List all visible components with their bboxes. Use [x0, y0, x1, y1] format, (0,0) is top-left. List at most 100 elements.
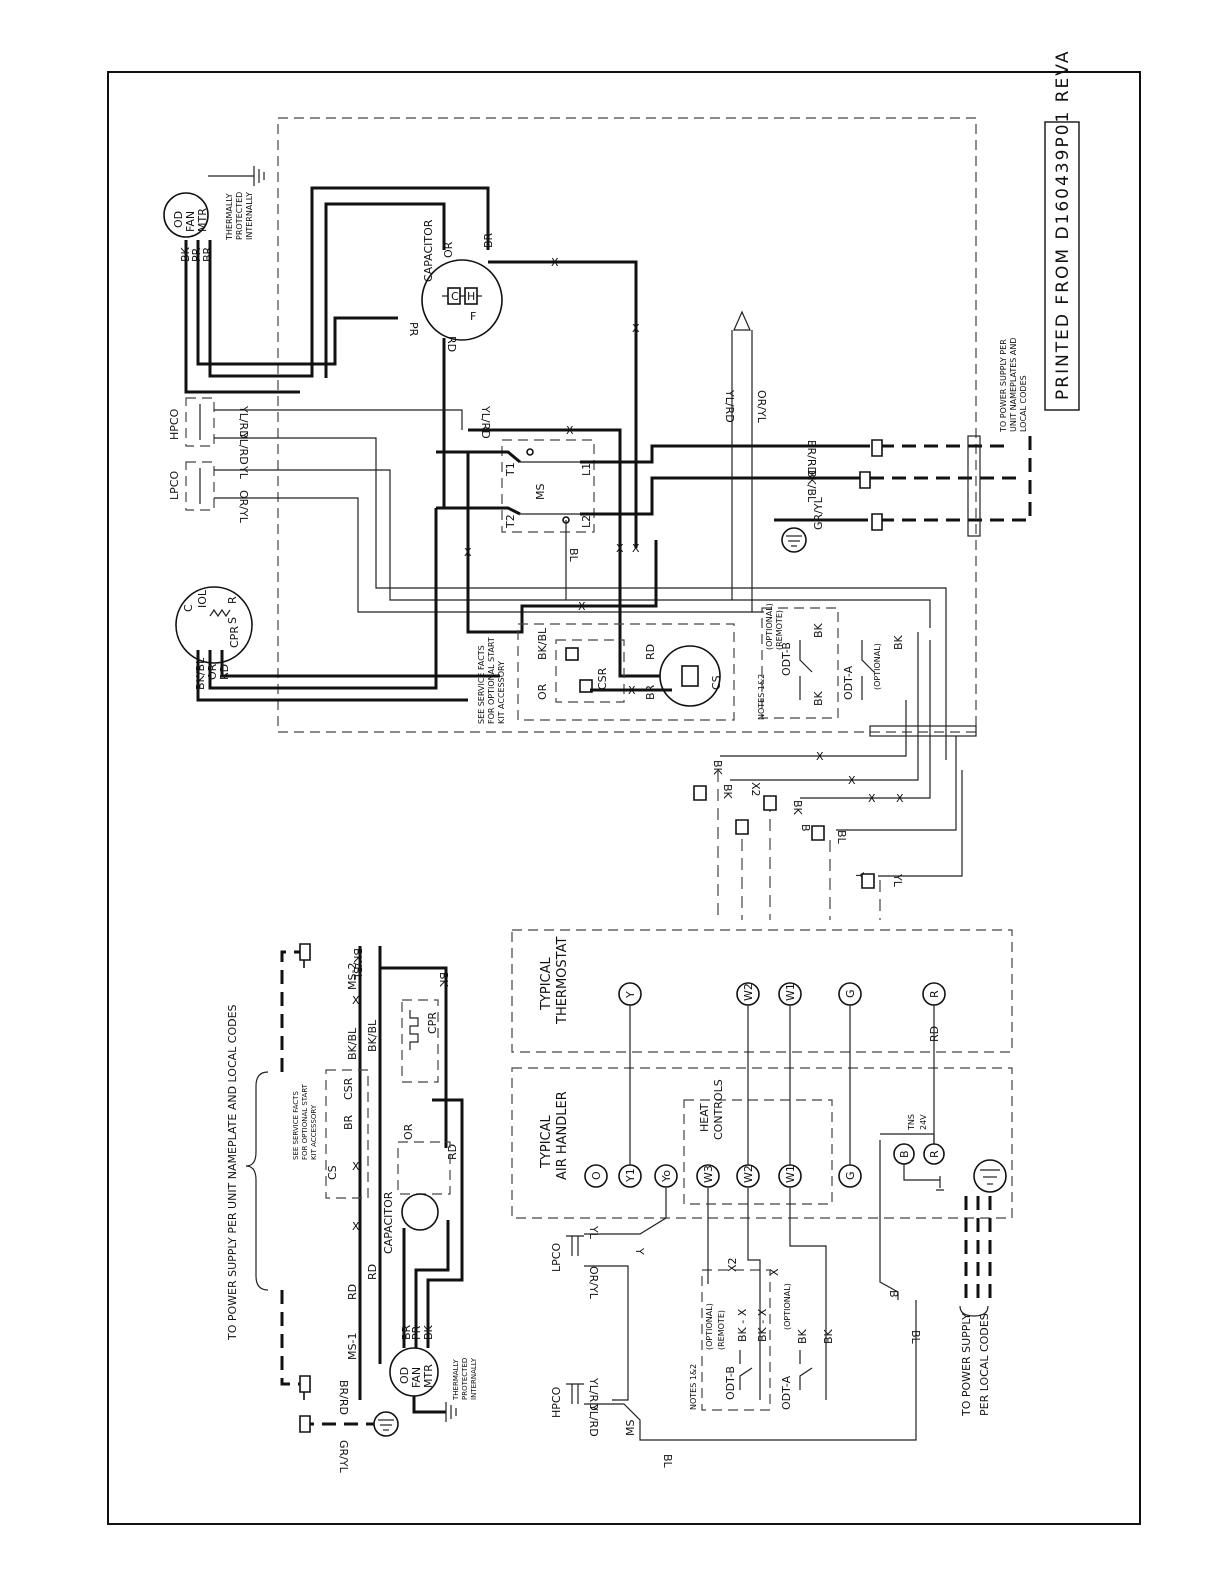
thermostat-box — [511, 929, 1013, 1053]
heat-controls-1: HEAT — [698, 1103, 711, 1132]
odt-optional-1: (OPTIONAL) — [765, 603, 774, 650]
wire-label-or-yl-main: OR/YL — [755, 390, 768, 424]
unit-enclosure-box — [277, 117, 977, 733]
cpr-s: S — [226, 617, 239, 624]
lower-or-label: OR — [402, 1123, 415, 1140]
wire-x-mark: X — [464, 546, 472, 559]
odt-a-label: ODT-A — [842, 665, 855, 700]
capacitor-f: F — [470, 310, 476, 323]
lower-optional-2: (OPTIONAL) — [783, 1283, 792, 1330]
lower-kit-1: SEE SERVICE FACTS — [292, 1091, 300, 1160]
air-handler-box — [511, 1067, 1013, 1219]
lower-odt-switch-a — [799, 1350, 813, 1390]
lower-odt-b: ODT-B — [724, 1366, 737, 1400]
plug-icon — [735, 819, 749, 835]
plug-icon — [861, 873, 875, 889]
field-wire-y — [878, 770, 963, 877]
kit-note-3: KIT ACCESSORY — [497, 661, 506, 724]
wire-ms-t2 — [436, 506, 521, 516]
field-wire-bk — [720, 700, 907, 757]
ms-l1: L1 — [580, 463, 593, 476]
ah-w2-text: W2 — [742, 1165, 755, 1183]
motor-label-fan: FAN — [184, 211, 197, 232]
plug-icon — [693, 785, 707, 801]
wire-label-or-yl: OR/YL — [237, 490, 250, 524]
cpr-iol: IOL — [196, 589, 209, 608]
field-bk-label: BK — [791, 800, 804, 816]
wire-cpr-bk — [196, 650, 468, 702]
lower-motor-note-1: THERMALLY — [452, 1358, 460, 1401]
field-y-label: Y — [853, 871, 866, 879]
lower-bk: BK — [437, 972, 450, 988]
wire-hpco-2 — [214, 437, 947, 760]
field-bk-label: BK — [721, 784, 734, 800]
ah-terminal-g: G — [838, 1164, 862, 1188]
wire-capacitor-or — [324, 202, 446, 378]
lower-motor-mtr: MTR — [422, 1364, 435, 1388]
lower-odt-a: ODT-A — [780, 1375, 793, 1410]
lower-motor-od: OD — [398, 1367, 411, 1384]
ah-w1-text: W1 — [784, 1165, 797, 1183]
wire-label-yl-rd: YL/RD — [479, 405, 492, 439]
field-wire-bk2 — [730, 632, 919, 781]
cs-label: CS — [710, 675, 723, 690]
wire-lower-b — [879, 1140, 899, 1300]
lower-bk-x-1: BK - X — [736, 1308, 749, 1342]
lower-bk-b: BK — [822, 1328, 835, 1344]
lower-hpco-label: HPCO — [550, 1386, 563, 1418]
lpco-label: LPCO — [168, 471, 181, 500]
lower-ms2: MS-2 — [346, 963, 359, 990]
ah-terminal-w1: W1 — [778, 1164, 802, 1188]
motor-lead-br: BR — [201, 246, 214, 262]
wire-label-yl-rd: YL/RD — [237, 405, 250, 439]
wire-lpco-2 — [214, 497, 764, 613]
ah-terminal-o: O — [584, 1164, 608, 1188]
wire-label-rd: RD — [644, 644, 657, 660]
ground-symbol-top — [208, 166, 265, 186]
thermostat-terminal-g: G — [838, 982, 862, 1006]
ah-r-text: R — [928, 1150, 941, 1158]
wire-ms-l1 — [580, 444, 870, 464]
capacitor: CAPACITOR OR BR PR RD C H F — [407, 219, 503, 352]
odt-b-label: ODT-B — [780, 642, 793, 676]
wire-cpr-rd — [220, 650, 500, 678]
field-bk-label: BK — [711, 760, 724, 776]
field-yl-label: YL — [891, 873, 904, 888]
ms-label: MS — [534, 484, 547, 500]
thermostat-y-text: Y — [624, 991, 637, 999]
lower-odt-box — [701, 1269, 771, 1411]
wire-x-mark: X — [578, 600, 586, 613]
cs-start-capacitor: CS — [659, 645, 723, 707]
lower-cpr: CPR — [401, 999, 439, 1083]
lower-br-label: BR — [342, 1114, 355, 1130]
wire-ms-l2 — [580, 476, 860, 516]
hpco-switch: HPCO — [168, 397, 215, 447]
lower-rd-2: RD — [366, 1264, 379, 1280]
ground-icon-upper — [781, 527, 807, 553]
ms-t2: T2 — [504, 514, 517, 529]
lower-bkbl-mid: BK/BL — [346, 1027, 359, 1060]
wire-label-yl: YL — [237, 465, 250, 480]
odt-bk-3: BK — [892, 634, 905, 650]
plug-icon — [299, 1415, 311, 1433]
ah-terminal-w3: W3 — [696, 1164, 720, 1188]
lower-b-label: B — [887, 1290, 900, 1298]
thermostat-terminal-y: Y — [618, 982, 642, 1006]
power-brace — [245, 1071, 269, 1291]
thermostat-title-1: TYPICAL — [539, 956, 554, 1011]
lower-kit-3: KIT ACCESSORY — [310, 1104, 318, 1160]
wire-motor-pr — [196, 240, 398, 366]
wire-x-mark: X — [551, 256, 559, 269]
odt-remote: (REMOTE) — [775, 610, 784, 650]
lower-motor-note-2: PROTECTED — [461, 1358, 469, 1400]
hpco-label: HPCO — [168, 408, 181, 440]
ah-terminal-r: R — [923, 1143, 945, 1165]
lower-br-rd: BR/RD — [337, 1380, 350, 1415]
ah-terminal-y1: Y1 — [618, 1164, 642, 1188]
thermostat-terminal-r: R — [922, 982, 946, 1006]
lower-lpco: LPCO — [550, 1235, 584, 1272]
lower-gr-yl-label: GR/YL — [337, 1440, 350, 1474]
heat-controls-box — [683, 1099, 833, 1205]
wire-x-mark: X — [352, 994, 360, 1007]
ah-yo-text: Yo — [660, 1170, 673, 1183]
